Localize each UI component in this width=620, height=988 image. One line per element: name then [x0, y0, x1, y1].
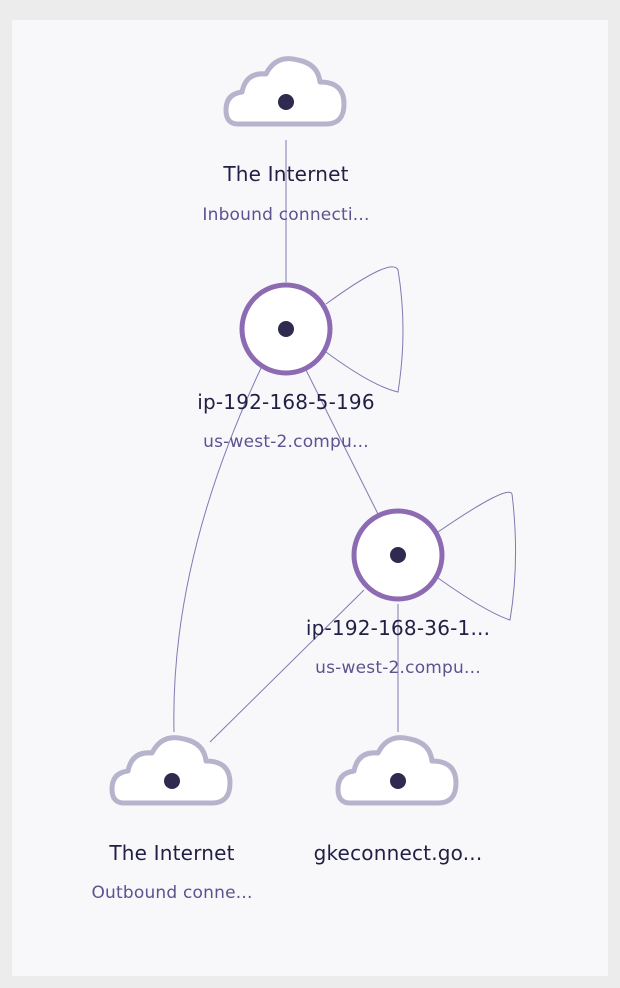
- node-center-dot: [164, 773, 180, 789]
- node-center-dot: [278, 321, 294, 337]
- internet-outbound-subtitle: Outbound conne...: [91, 883, 253, 903]
- node-host-b[interactable]: [351, 508, 445, 602]
- internet-outbound-title: The Internet: [109, 841, 235, 865]
- host-a-title: ip-192-168-5-196: [197, 390, 375, 414]
- edges: [173, 140, 517, 743]
- node-gkeconnect[interactable]: [338, 738, 456, 803]
- host-a-subtitle: us-west-2.compu...: [203, 432, 369, 452]
- node-internet-inbound[interactable]: [226, 59, 344, 124]
- internet-inbound-title: The Internet: [223, 162, 349, 186]
- node-center-dot: [390, 547, 406, 563]
- internet-inbound-subtitle: Inbound connecti...: [202, 205, 370, 225]
- edge-host-a-to-host-b[interactable]: [305, 369, 379, 515]
- edge-host-b-self-loop[interactable]: [437, 491, 517, 621]
- node-host-a[interactable]: [239, 282, 333, 376]
- host-b-subtitle: us-west-2.compu...: [315, 658, 481, 678]
- edge-host-b-to-outbound[interactable]: [209, 589, 365, 743]
- cloud-icon: [226, 59, 344, 124]
- node-internet-outbound[interactable]: [112, 738, 230, 803]
- node-center-dot: [390, 773, 406, 789]
- edge-host-a-to-outbound[interactable]: [173, 365, 263, 733]
- cloud-icon: [338, 738, 456, 803]
- edge-host-a-self-loop[interactable]: [325, 266, 404, 393]
- gkeconnect-title: gkeconnect.go...: [313, 841, 483, 865]
- node-center-dot: [278, 94, 294, 110]
- cloud-icon: [112, 738, 230, 803]
- host-b-title: ip-192-168-36-1...: [305, 616, 491, 640]
- topology-canvas: [12, 20, 608, 976]
